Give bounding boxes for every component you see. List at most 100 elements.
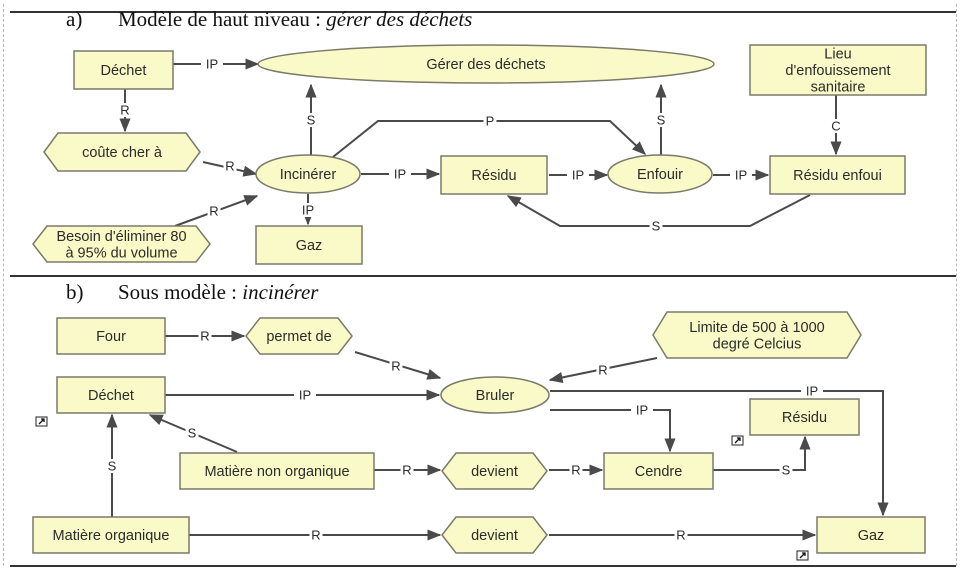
node-mo[interactable]: Matière organique	[32, 516, 190, 554]
node-hexagon-shape	[441, 516, 548, 554]
node-hexagon-shape	[652, 311, 862, 359]
node-label: sanitaire	[811, 80, 866, 96]
node-rect-shape	[769, 155, 906, 195]
edge-label: S	[188, 426, 197, 441]
edge-bruler-to-cendre: IP	[550, 403, 676, 453]
edge-label-bg	[631, 403, 653, 417]
node-besoin[interactable]: Besoin d'éliminer 80à 95% du volume	[32, 225, 211, 263]
edge-label-bg	[185, 426, 199, 440]
edge-label: S	[657, 113, 666, 128]
node-label: Four	[96, 329, 126, 345]
node-devient1[interactable]: devient	[441, 452, 548, 490]
node-rect-shape	[749, 398, 860, 436]
node-label: Cendre	[635, 464, 683, 480]
edge-cendre-to-residu_b: S	[713, 435, 811, 478]
edge-incinerer-to-gaz: IP	[297, 194, 319, 226]
edge-limite-to-bruler: R	[548, 357, 658, 383]
node-devient2[interactable]: devient	[441, 516, 548, 554]
node-gaz-b[interactable]: Gaz	[816, 516, 926, 554]
node-rect-shape	[56, 317, 166, 355]
edge-label-bg	[198, 329, 212, 343]
edge-incinerer-to-gerer: S	[304, 83, 318, 155]
edge-incinerer-to-residu: IP	[361, 167, 441, 182]
edge-label-bg	[654, 113, 668, 127]
shortcut-icon[interactable]	[796, 550, 809, 561]
node-incinerer[interactable]: Incinérer	[255, 154, 361, 194]
node-rect-shape	[32, 516, 190, 554]
edge-label-bg	[207, 204, 221, 218]
edge-label: IP	[572, 168, 584, 183]
node-rect-shape	[73, 50, 174, 90]
edge-dechet-to-coute: R	[118, 89, 132, 133]
edge-besoin-to-incinerer: R	[174, 195, 259, 227]
edge-label-bg	[649, 219, 663, 233]
edge-label: R	[676, 528, 685, 543]
edge-label: IP	[394, 167, 406, 182]
edge-bruler-to-gaz_b: IP	[550, 384, 889, 517]
edge-label: C	[831, 119, 840, 134]
edge-label-bg	[389, 167, 411, 181]
edge-enfouir-to-gerer: S	[654, 83, 668, 155]
node-gaz[interactable]: Gaz	[255, 225, 363, 265]
edge-label: IP	[299, 388, 311, 403]
edge-label-bg	[567, 168, 589, 182]
node-rect-shape	[603, 452, 714, 490]
node-enfouir[interactable]: Enfouir	[607, 154, 713, 194]
node-rect-shape	[440, 155, 548, 195]
panel-a-title-italic: gérer des déchets	[326, 7, 473, 31]
node-bruler[interactable]: Bruler	[440, 376, 550, 414]
panel-b-title: b)Sous modèle : incinérer	[66, 280, 318, 305]
node-hexagon-shape	[32, 225, 211, 263]
node-residu[interactable]: Résidu	[440, 155, 548, 195]
node-hexagon-shape	[441, 452, 548, 490]
node-label: Matière organique	[53, 528, 170, 544]
node-cendre[interactable]: Cendre	[603, 452, 714, 490]
node-label: degré Celcius	[713, 336, 802, 352]
node-four[interactable]: Four	[56, 317, 166, 355]
node-label: Incinérer	[280, 167, 337, 183]
edge-label-bg	[596, 363, 610, 377]
edge-coute-to-incinerer: R	[202, 159, 258, 177]
edge-devient1-to-cendre: R	[549, 463, 604, 478]
node-rect-shape	[749, 44, 927, 96]
edge-mo-to-dechet_b: S	[105, 413, 119, 517]
edge-label: IP	[806, 384, 818, 399]
node-ellipse-shape	[257, 44, 715, 84]
node-label: Gaz	[296, 238, 323, 254]
node-dechet-b[interactable]: Déchet	[56, 376, 166, 414]
node-coute[interactable]: coûte cher à	[43, 132, 201, 172]
node-residu-enfoui[interactable]: Résidu enfoui	[769, 155, 906, 195]
node-rect-shape	[816, 516, 926, 554]
right-dashed-border	[956, 4, 957, 566]
edge-label: IP	[302, 203, 314, 218]
node-label: Lieu	[824, 47, 851, 63]
edge-label: R	[571, 463, 580, 478]
edge-label-bg	[674, 528, 688, 542]
edge-label-bg	[400, 463, 414, 477]
edge-label-bg	[569, 463, 583, 477]
node-label: Gaz	[858, 528, 885, 544]
edge-devient2-to-gaz_b: R	[549, 528, 817, 543]
edge-mno-to-devient1: R	[374, 463, 442, 478]
node-label: Besoin d'éliminer 80	[56, 229, 186, 245]
edge-residu-to-enfouir: IP	[549, 168, 609, 183]
node-permet[interactable]: permet de	[245, 317, 353, 355]
node-label: Enfouir	[637, 167, 683, 183]
node-dechet[interactable]: Déchet	[73, 50, 174, 90]
edge-mno-to-dechet_b: S	[148, 414, 238, 453]
edge-line	[550, 409, 676, 453]
node-gerer[interactable]: Gérer des déchets	[257, 44, 715, 84]
edge-permet-to-bruler: R	[354, 351, 442, 380]
node-label: Matière non organique	[204, 464, 349, 480]
panel-b-title-italic: incinérer	[242, 280, 319, 304]
panel-divider	[10, 275, 956, 277]
shortcut-icon[interactable]	[35, 416, 48, 427]
node-residu-b[interactable]: Résidu	[749, 398, 860, 436]
edge-label-bg	[294, 388, 316, 402]
node-label: devient	[471, 528, 518, 544]
shortcut-icon[interactable]	[731, 435, 744, 446]
node-mno[interactable]: Matière non organique	[179, 452, 375, 490]
edge-label: R	[120, 103, 129, 118]
